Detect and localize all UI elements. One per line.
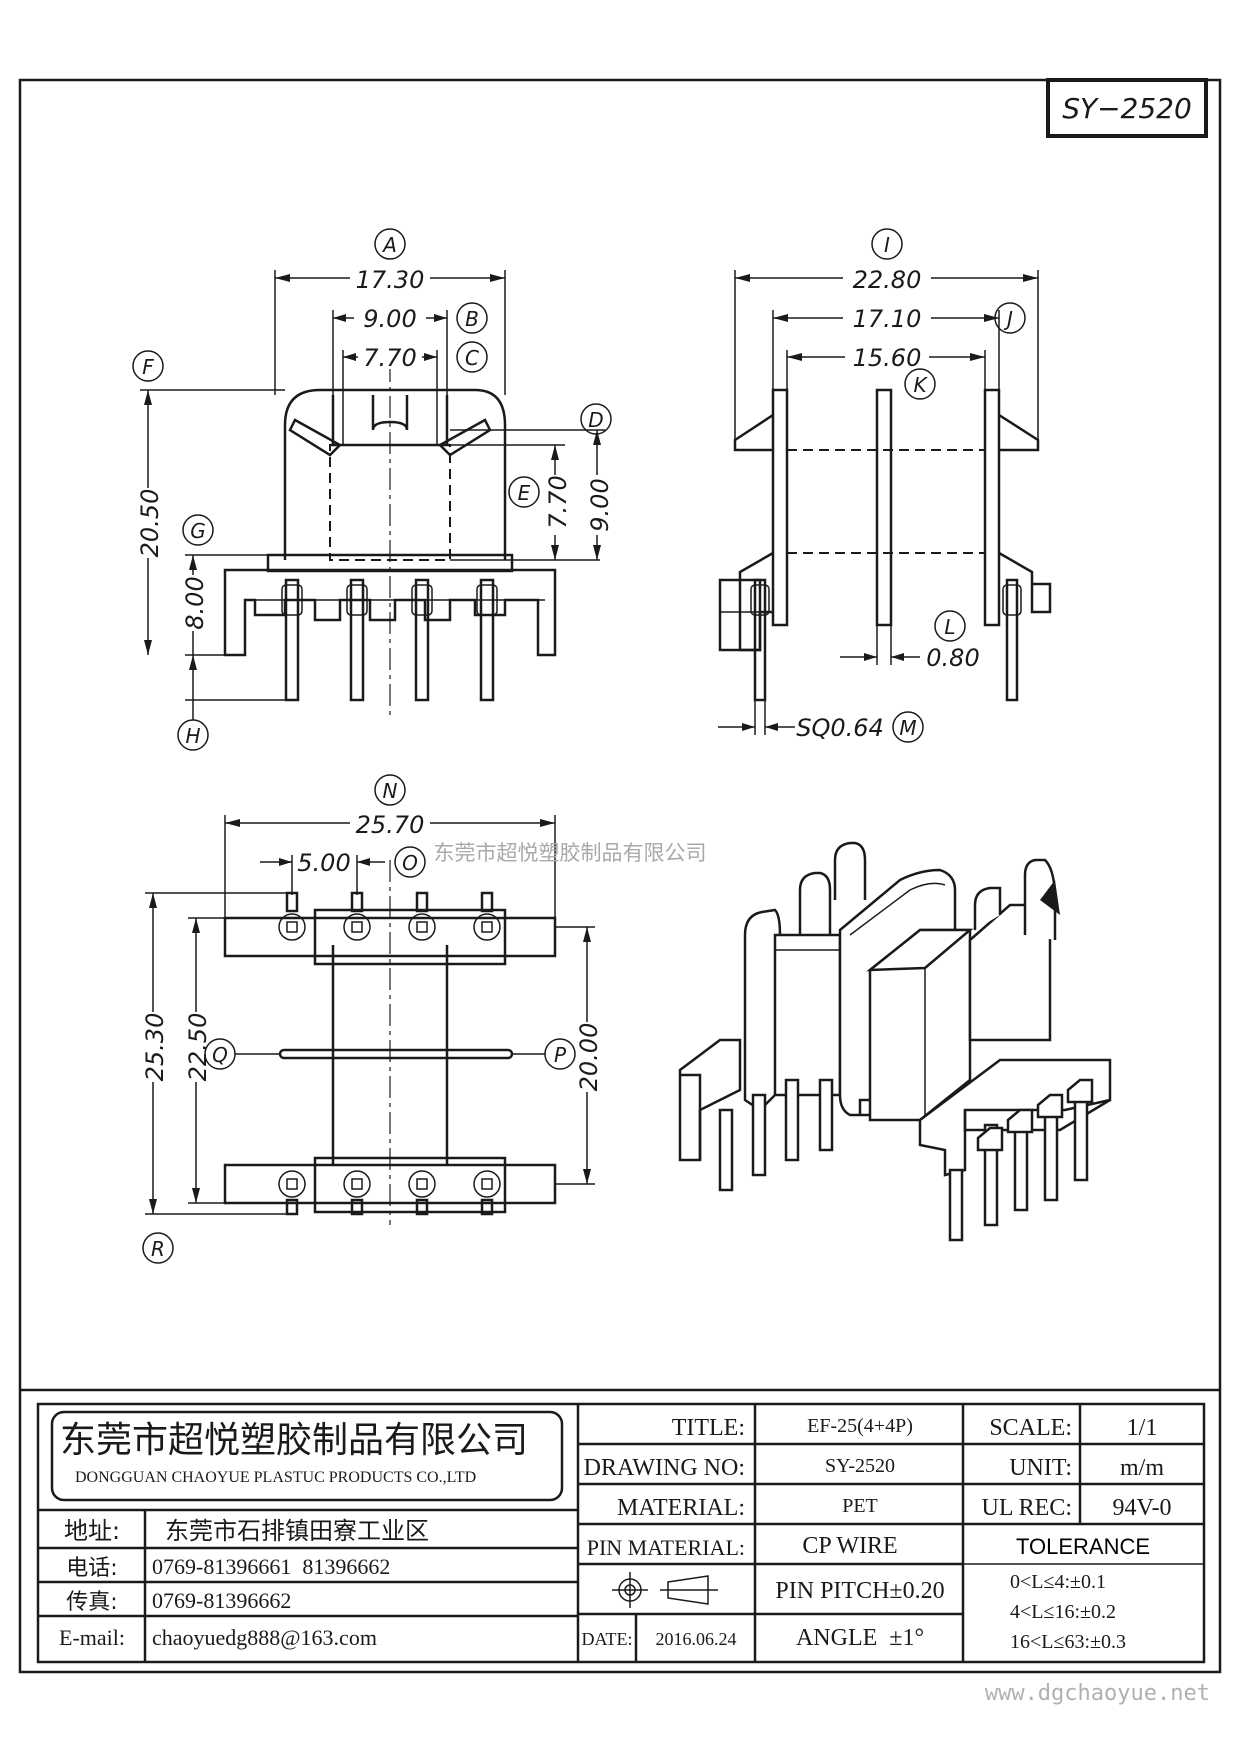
label-O: O [402, 851, 418, 875]
dim-A: 17.30 [356, 266, 425, 294]
label-M: M [899, 716, 916, 740]
drawing-no-value: SY-2520 [825, 1455, 895, 1477]
address-value: 东莞市石排镇田寮工业区 [165, 1517, 429, 1545]
ul-rec-value: 94V-0 [1112, 1495, 1171, 1521]
unit-value: m/m [1120, 1455, 1164, 1481]
label-J: J [1003, 307, 1013, 331]
tolerance-row-1: 0<L≤4:±0.1 [1010, 1571, 1106, 1593]
company-name-cn: 东莞市超悦塑胶制品有限公司 [60, 1420, 528, 1461]
dim-L: 0.80 [926, 644, 979, 672]
label-P: P [554, 1043, 567, 1067]
front-view: 17.30 A 9.00 B 7.70 C 20.50 F [132, 228, 614, 751]
title-value: EF-25(4+4P) [807, 1415, 913, 1437]
dim-M: SQ0.64 [796, 714, 884, 742]
unit-label: UNIT: [1009, 1455, 1072, 1481]
side-view: 22.80 I 17.10 J 15.60 K 0.80 L [718, 228, 1052, 743]
drawing-no-label: DRAWING NO: [584, 1455, 745, 1481]
dim-F: 20.50 [136, 489, 164, 558]
date-value: 2016.06.24 [656, 1629, 737, 1649]
dim-G: 8.00 [181, 576, 209, 629]
website-url: www.dgchaoyue.net [985, 1681, 1210, 1706]
scale-value: 1/1 [1127, 1415, 1158, 1441]
label-L: L [944, 615, 955, 639]
label-F: F [142, 355, 154, 379]
label-Q: Q [212, 1043, 228, 1067]
dim-K: 15.60 [853, 344, 922, 372]
label-C: C [465, 346, 479, 370]
dim-O: 5.00 [297, 849, 350, 877]
watermark: 东莞市超悦塑胶制品有限公司 [434, 841, 707, 865]
angle: ANGLE ±1° [796, 1625, 924, 1651]
dim-D: 9.00 [586, 478, 614, 531]
fax-label: 传真: [66, 1590, 117, 1615]
label-G: G [190, 519, 206, 543]
scale-label: SCALE: [989, 1415, 1072, 1441]
sheet-border [18, 78, 1222, 1674]
phone-label: 电话: [66, 1556, 117, 1581]
fax-value: 0769-81396662 [152, 1588, 291, 1613]
label-K: K [913, 373, 928, 397]
dim-P: 20.00 [575, 1023, 603, 1092]
dim-N: 25.70 [356, 811, 425, 839]
label-D: D [588, 408, 603, 432]
tolerance-row-2: 4<L≤16:±0.2 [1010, 1601, 1116, 1623]
date-label: DATE: [582, 1629, 633, 1649]
drawing-tag-box [1046, 78, 1208, 138]
label-A: A [381, 233, 397, 257]
dim-J: 17.10 [853, 305, 922, 333]
email-value: chaoyuedg888@163.com [152, 1625, 377, 1650]
email-label: E-mail: [59, 1625, 125, 1650]
pin-material-value: CP WIRE [802, 1533, 897, 1559]
ul-rec-label: UL REC: [982, 1495, 1072, 1521]
title-block: 东莞市超悦塑胶制品有限公司 DONGGUAN CHAOYUE PLASTUC P… [20, 1388, 1220, 1664]
phone-value: 0769-81396661 81396662 [152, 1554, 390, 1579]
dim-Q: 22.50 [184, 1013, 212, 1082]
dim-B: 9.00 [363, 305, 416, 333]
dim-I: 22.80 [853, 266, 922, 294]
tolerance-row-3: 16<L≤63:±0.3 [1010, 1631, 1126, 1653]
projection-symbol-icon [612, 1572, 718, 1608]
material-value: PET [842, 1495, 878, 1517]
label-E: E [518, 481, 531, 505]
pin-material-label: PIN MATERIAL: [587, 1535, 745, 1560]
address-label: 地址: [64, 1517, 120, 1545]
isometric-view [678, 841, 1112, 1242]
label-N: N [383, 779, 398, 803]
label-H: H [185, 724, 200, 748]
title-label: TITLE: [672, 1415, 745, 1441]
label-I: I [884, 233, 890, 257]
label-B: B [465, 307, 479, 331]
tolerance-label: TOLERANCE [1016, 1534, 1150, 1559]
dim-R: 25.30 [141, 1013, 169, 1082]
material-label: MATERIAL: [617, 1495, 745, 1521]
bottom-view: 25.70 N 5.00 O 25.30 R 22.50 Q [141, 774, 603, 1264]
dim-C: 7.70 [363, 344, 416, 372]
dim-E: 7.70 [544, 475, 572, 528]
label-R: R [151, 1237, 165, 1261]
company-name-en: DONGGUAN CHAOYUE PLASTUC PRODUCTS CO.,LT… [75, 1469, 476, 1486]
pin-pitch: PIN PITCH±0.20 [775, 1578, 944, 1604]
drawing-tag: SY−2520 [1062, 92, 1192, 125]
